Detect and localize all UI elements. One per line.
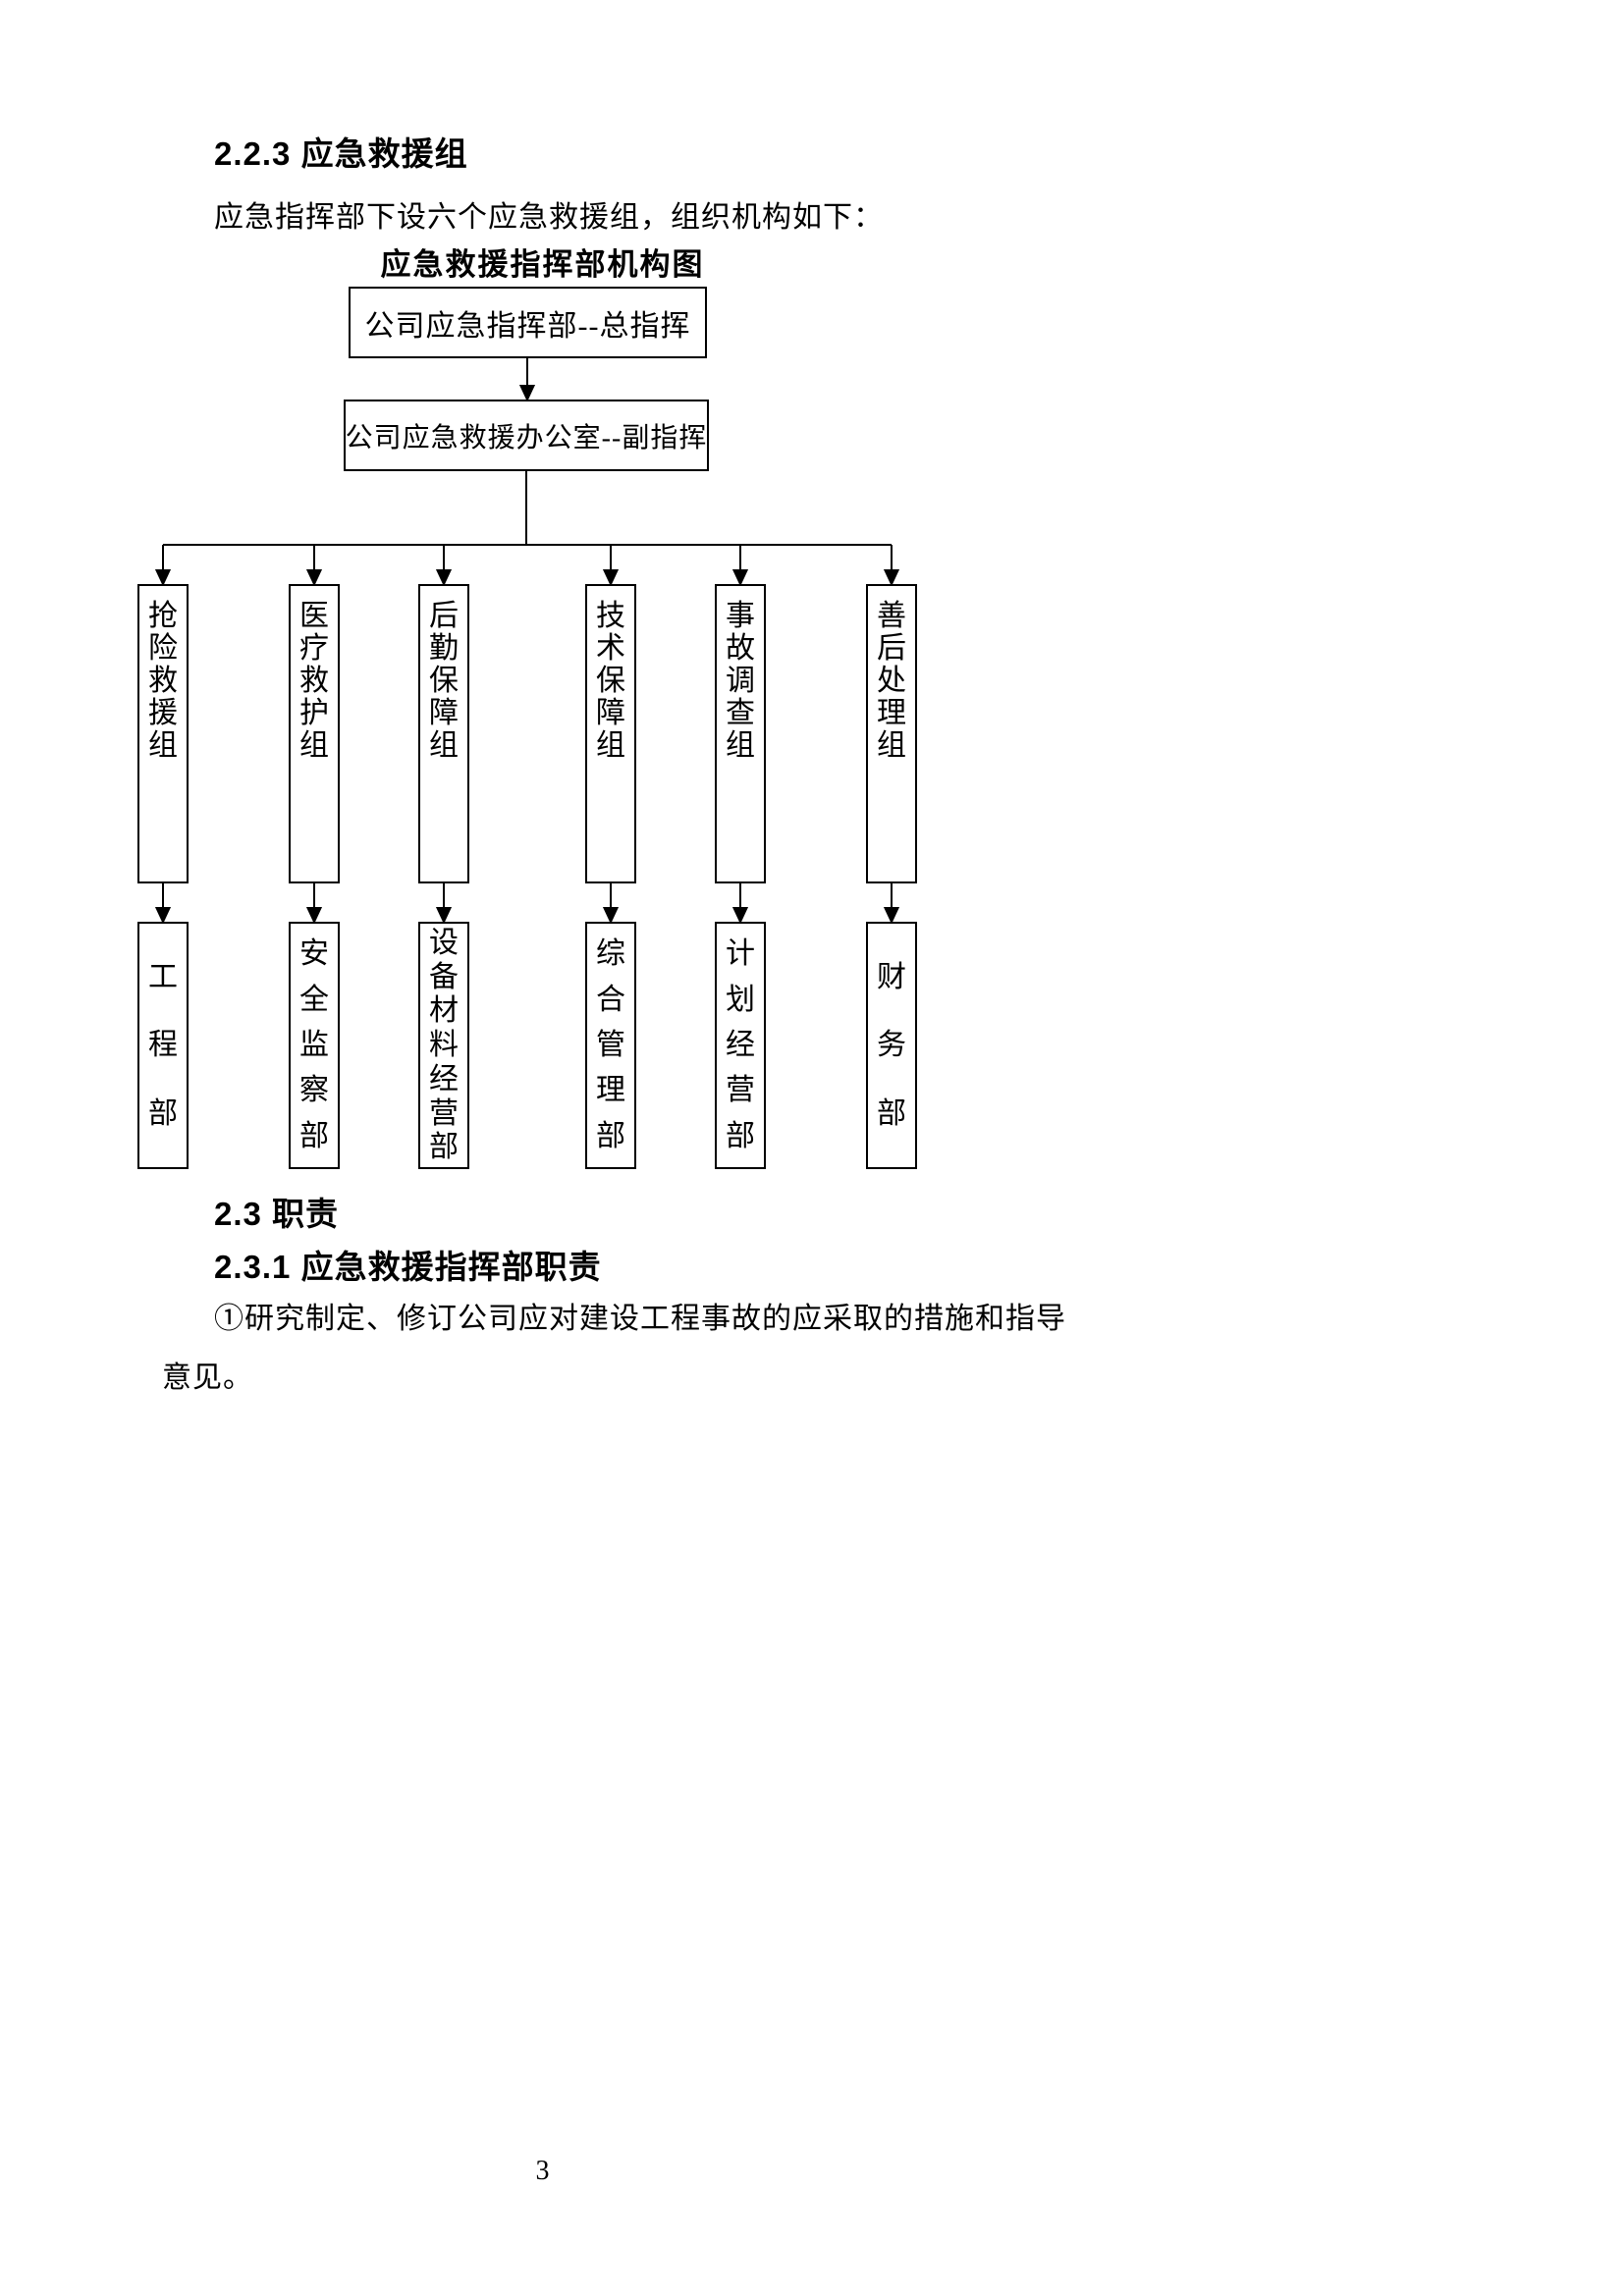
heading-2-2-3: 2.2.3 应急救援组 <box>214 135 468 172</box>
org-box-group-aftermath-handling: 善后处理组 <box>866 584 917 883</box>
org-box-command-hq: 公司应急指挥部--总指挥 <box>349 287 707 358</box>
org-box-group-accident-investigation: 事故调查组 <box>715 584 766 883</box>
org-box-dept-finance: 财务部 <box>866 922 917 1169</box>
org-box-group-logistics-support: 后勤保障组 <box>418 584 469 883</box>
org-box-group-emergency-rescue: 抢险救援组 <box>137 584 189 883</box>
intro-paragraph: 应急指挥部下设六个应急救援组，组织机构如下： <box>214 201 884 234</box>
org-box-dept-safety-supervision: 安全监察部 <box>289 922 340 1169</box>
org-box-dept-general-management: 综合管理部 <box>585 922 636 1169</box>
org-box-group-medical-aid: 医疗救护组 <box>289 584 340 883</box>
org-chart-title: 应急救援指挥部机构图 <box>380 247 705 282</box>
duty-paragraph-line2: 意见。 <box>162 1362 253 1394</box>
heading-2-3-1: 2.3.1 应急救援指挥部职责 <box>214 1249 602 1285</box>
org-box-group-technical-support: 技术保障组 <box>585 584 636 883</box>
page-number: 3 <box>535 2156 550 2186</box>
org-box-rescue-office: 公司应急救援办公室--副指挥 <box>344 400 709 471</box>
duty-paragraph-line1: ①研究制定、修订公司应对建设工程事故的应采取的措施和指导 <box>214 1303 1066 1335</box>
org-box-dept-planning-operation: 计划经营部 <box>715 922 766 1169</box>
heading-2-3: 2.3 职责 <box>214 1196 340 1232</box>
org-box-dept-equipment-materials: 设备材料经营部 <box>418 922 469 1169</box>
org-box-dept-engineering: 工程部 <box>137 922 189 1169</box>
